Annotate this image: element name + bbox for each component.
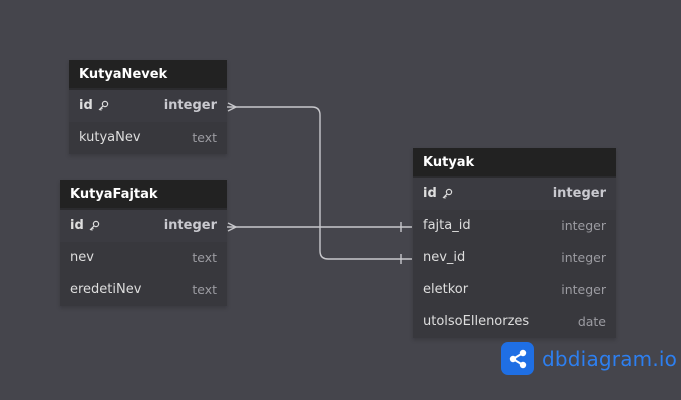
- field-name: fajta_id: [423, 218, 471, 233]
- relationship-fajtak-to-kutyak[interactable]: [227, 222, 412, 232]
- share-nodes-icon: [501, 342, 534, 375]
- field-name-container: id: [423, 178, 453, 210]
- field-name-container: id: [79, 90, 109, 122]
- field-row-kutyanev[interactable]: kutyaNev text: [69, 122, 227, 154]
- field-type: text: [192, 130, 217, 145]
- field-row-id[interactable]: id integer: [60, 210, 227, 242]
- dbdiagram-brand[interactable]: dbdiagram.io: [501, 342, 677, 375]
- field-type: text: [192, 250, 217, 265]
- field-type: integer: [163, 98, 217, 113]
- relationship-nevek-to-kutyak[interactable]: [227, 102, 412, 264]
- field-name: id: [79, 98, 93, 113]
- field-type: integer: [163, 218, 217, 233]
- field-name: utolsoEllenorzes: [423, 314, 530, 329]
- field-row-fajta-id[interactable]: fajta_id integer: [413, 210, 616, 242]
- field-type: integer: [561, 218, 606, 233]
- field-row-utolsoellenorzes[interactable]: utolsoEllenorzes date: [413, 306, 616, 338]
- primary-key-icon: [89, 220, 99, 231]
- field-row-nev-id[interactable]: nev_id integer: [413, 242, 616, 274]
- field-row-eletkor[interactable]: eletkor integer: [413, 274, 616, 306]
- field-type: date: [577, 314, 606, 329]
- table-kutyak[interactable]: Kutyak id integer fajta_id integer nev_i…: [413, 148, 616, 338]
- field-name: kutyaNev: [79, 130, 141, 145]
- table-kutyanevek[interactable]: KutyaNevek id integer kutyaNev text: [69, 60, 227, 154]
- field-name: id: [423, 186, 437, 201]
- field-row-nev[interactable]: nev text: [60, 242, 227, 274]
- field-name-container: id: [70, 210, 100, 242]
- field-type: integer: [561, 282, 606, 297]
- field-row-eredetinev[interactable]: eredetiNev text: [60, 274, 227, 306]
- primary-key-icon: [442, 188, 452, 199]
- field-row-id[interactable]: id integer: [69, 90, 227, 122]
- field-type: integer: [552, 186, 606, 201]
- field-name: id: [70, 218, 84, 233]
- field-name: eletkor: [423, 282, 469, 297]
- field-row-id[interactable]: id integer: [413, 178, 616, 210]
- crowfoot-many-icon: [227, 102, 238, 112]
- field-name: nev: [70, 250, 94, 265]
- table-header[interactable]: KutyaNevek: [69, 60, 227, 90]
- table-header[interactable]: Kutyak: [413, 148, 616, 178]
- primary-key-icon: [98, 100, 108, 111]
- table-kutyafajtak[interactable]: KutyaFajtak id integer nev text eredetiN…: [60, 180, 227, 306]
- field-name: eredetiNev: [70, 282, 142, 297]
- crowfoot-many-icon: [227, 222, 238, 232]
- field-type: text: [192, 282, 217, 297]
- field-type: integer: [561, 250, 606, 265]
- field-name: nev_id: [423, 250, 466, 265]
- brand-name: dbdiagram.io: [542, 346, 678, 371]
- table-header[interactable]: KutyaFajtak: [60, 180, 227, 210]
